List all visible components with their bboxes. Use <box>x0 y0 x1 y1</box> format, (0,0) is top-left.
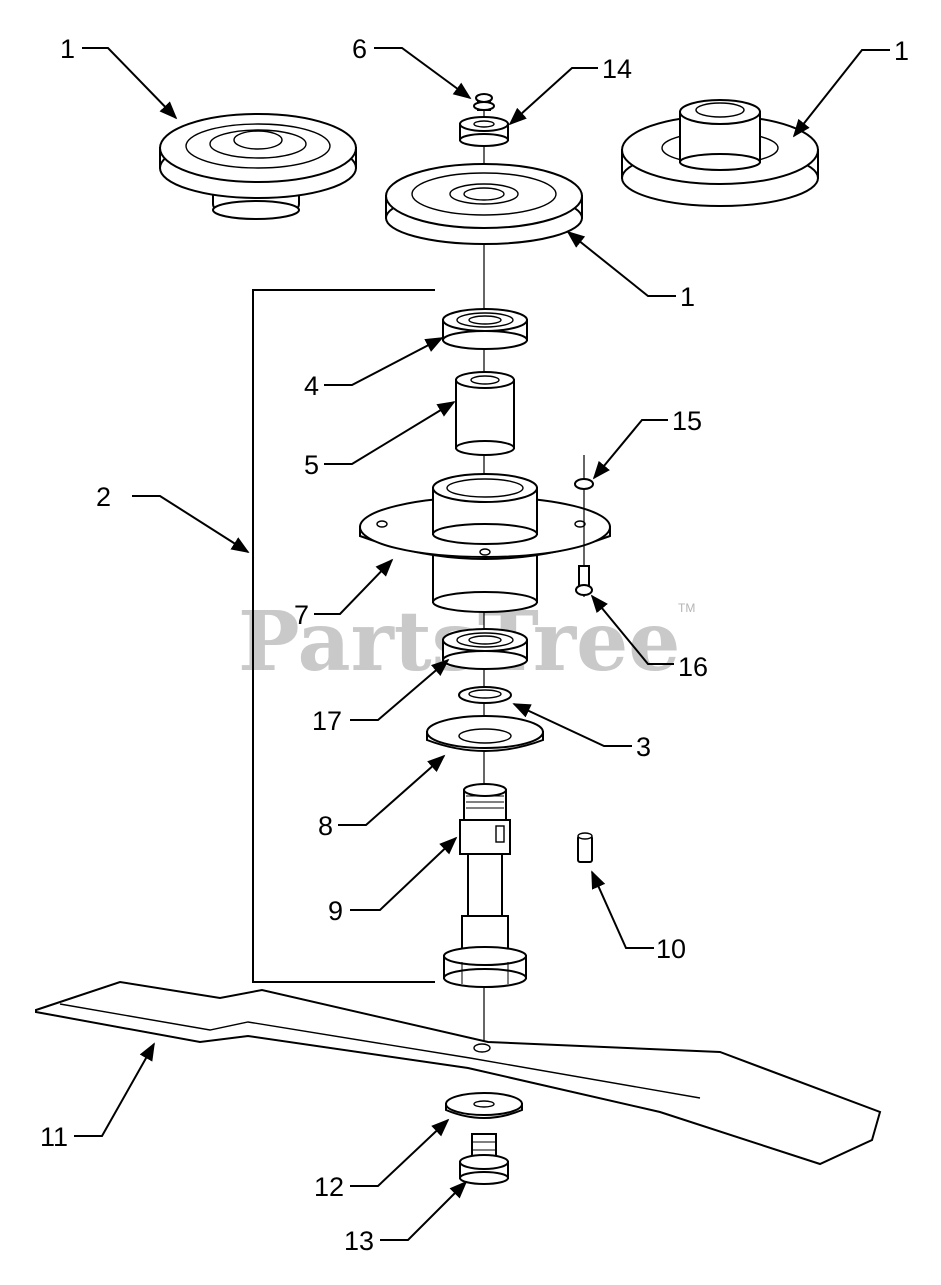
assembly-bracket <box>252 289 435 983</box>
grease-fitting-6 <box>473 93 495 111</box>
callout-10: 10 <box>656 934 686 964</box>
callout-17: 17 <box>312 706 342 736</box>
spindle-housing-7 <box>359 473 611 613</box>
callout-5: 5 <box>304 450 319 480</box>
callout-13: 13 <box>344 1226 374 1256</box>
leader-lines <box>74 47 890 1241</box>
callout-11: 11 <box>40 1122 68 1152</box>
bolt-13 <box>459 1133 509 1185</box>
callout-8: 8 <box>318 811 333 841</box>
spacer-5 <box>455 371 515 456</box>
cup-washer-8 <box>426 715 544 752</box>
ring-3 <box>458 686 512 704</box>
callout-1-top-right: 1 <box>894 36 909 66</box>
callout-16: 16 <box>678 652 708 682</box>
callout-4: 4 <box>304 371 319 401</box>
callout-1-center: 1 <box>680 282 695 312</box>
callout-3: 3 <box>636 732 651 762</box>
callout-15: 15 <box>672 406 702 436</box>
bearing-17 <box>442 628 528 670</box>
callout-labels: 1 6 14 1 1 4 5 15 2 7 16 17 3 8 9 10 11 … <box>40 34 909 1256</box>
callout-6: 6 <box>352 34 367 64</box>
callout-12: 12 <box>314 1172 344 1202</box>
pulley-left <box>159 113 357 220</box>
spindle-shaft-9 <box>443 783 527 988</box>
washer-12 <box>445 1092 523 1119</box>
callout-14: 14 <box>602 54 632 84</box>
callout-7: 7 <box>294 600 309 630</box>
callout-9: 9 <box>328 896 343 926</box>
callout-2: 2 <box>96 482 111 512</box>
blade-11 <box>35 980 882 1166</box>
bearing-4 <box>442 308 528 350</box>
pulley-center <box>385 163 583 245</box>
callout-1-top-left: 1 <box>60 34 75 64</box>
screw-16 <box>575 565 593 596</box>
nut-14 <box>459 116 509 147</box>
watermark-trademark: TM <box>678 601 695 615</box>
key-10 <box>577 832 593 863</box>
pulley-right <box>621 99 819 207</box>
